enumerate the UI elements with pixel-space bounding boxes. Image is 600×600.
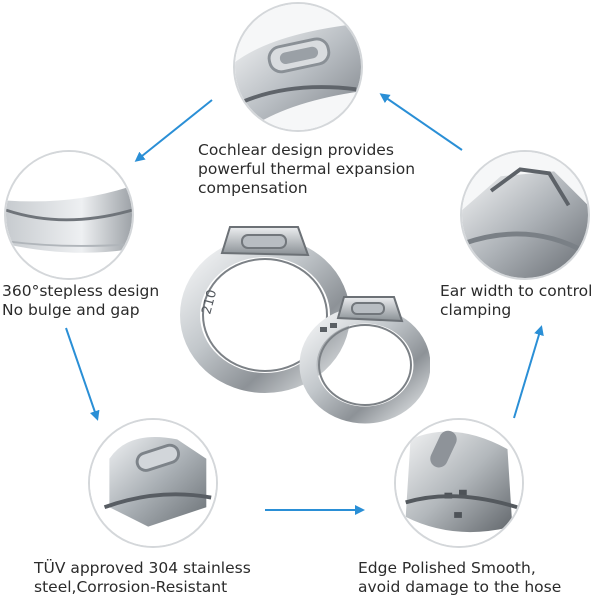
stepless-band-closeup-icon bbox=[6, 152, 132, 278]
ear-closeup-icon bbox=[235, 4, 361, 130]
caption-line: powerful thermal expansion bbox=[198, 160, 416, 178]
arrow-bottomright-to-right bbox=[513, 325, 544, 419]
material-closeup-image bbox=[88, 418, 218, 548]
caption-line: Ear width to control bbox=[440, 282, 593, 300]
caption-cochlear: Cochlear design provides powerful therma… bbox=[198, 141, 415, 198]
clamp-product-image: 210 bbox=[180, 226, 430, 424]
arrow-left-to-bottomleft bbox=[65, 327, 100, 421]
caption-line: 360°stepless design bbox=[2, 282, 160, 300]
caption-line: avoid damage to the hose bbox=[358, 578, 562, 596]
edge-closeup-image bbox=[394, 418, 524, 548]
ear-width-closeup-icon bbox=[462, 152, 588, 278]
caption-line: No bulge and gap bbox=[2, 301, 140, 319]
steel-ear-closeup-icon bbox=[90, 420, 216, 546]
caption-line: steel,Corrosion-Resistant bbox=[34, 578, 228, 596]
size-marking-label: 210 bbox=[199, 288, 220, 316]
ear-width-closeup-image bbox=[460, 150, 590, 280]
caption-line: Edge Polished Smooth, bbox=[358, 559, 536, 577]
polished-edge-closeup-icon bbox=[396, 420, 522, 546]
cochlear-closeup-image bbox=[233, 2, 363, 132]
caption-edge: Edge Polished Smooth, avoid damage to th… bbox=[358, 559, 561, 597]
caption-line: TÜV approved 304 stainless bbox=[34, 559, 251, 577]
stepless-closeup-image bbox=[4, 150, 134, 280]
caption-ear-width: Ear width to control clamping bbox=[440, 282, 592, 320]
caption-line: compensation bbox=[198, 179, 308, 197]
caption-line: Cochlear design provides bbox=[198, 141, 394, 159]
caption-material: TÜV approved 304 stainless steel,Corrosi… bbox=[34, 559, 251, 597]
caption-line: clamping bbox=[440, 301, 512, 319]
caption-stepless: 360°stepless design No bulge and gap bbox=[2, 282, 159, 320]
